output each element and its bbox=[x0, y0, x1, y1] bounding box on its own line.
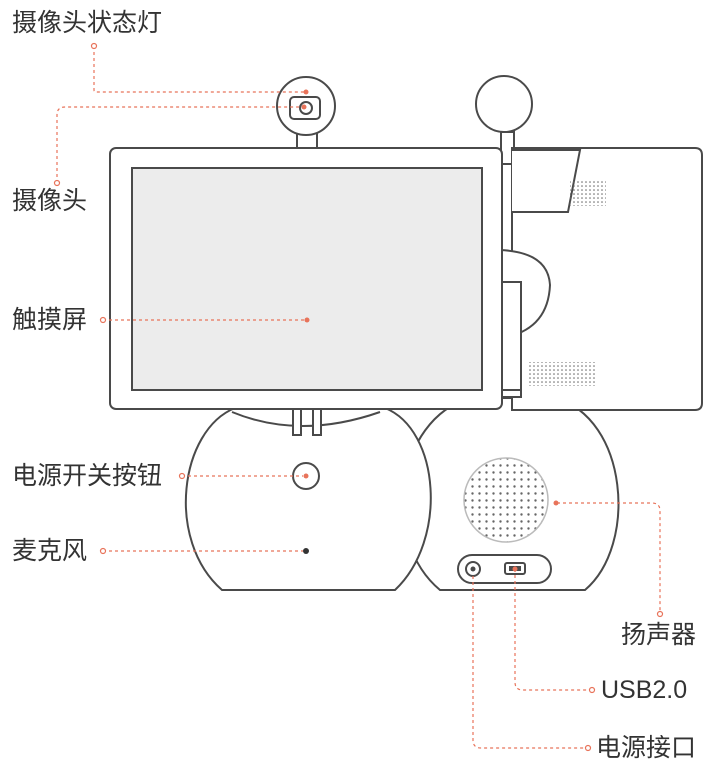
label-power-switch: 电源开关按钮 bbox=[12, 461, 163, 490]
callout-targets bbox=[301, 89, 559, 572]
back-panel bbox=[511, 147, 703, 411]
label-microphone: 麦克风 bbox=[12, 536, 88, 565]
callouts bbox=[56, 46, 661, 749]
back-camera-ball bbox=[475, 75, 533, 133]
back-vent-bottom bbox=[528, 362, 596, 386]
label-power-port: 电源接口 bbox=[596, 733, 697, 762]
label-camera-status-light: 摄像头状态灯 bbox=[12, 8, 163, 37]
label-camera: 摄像头 bbox=[12, 186, 88, 215]
front-neck bbox=[231, 411, 381, 427]
front-view bbox=[109, 76, 503, 591]
label-usb: USB2.0 bbox=[601, 676, 688, 704]
screen-display bbox=[131, 167, 483, 391]
label-speaker: 扬声器 bbox=[621, 620, 697, 649]
label-touchscreen: 触摸屏 bbox=[12, 305, 88, 334]
back-vent-top bbox=[570, 180, 606, 206]
callout-power-port bbox=[472, 576, 586, 749]
microphone-hole bbox=[303, 548, 309, 554]
callout-camera bbox=[56, 106, 302, 183]
back-view bbox=[401, 75, 703, 591]
back-panel-step bbox=[512, 149, 582, 213]
callout-camera-status-light bbox=[93, 46, 304, 93]
speaker-grille bbox=[463, 457, 549, 543]
usb-port-hole bbox=[504, 562, 526, 575]
callout-dots bbox=[53, 42, 664, 752]
front-base-dome bbox=[184, 407, 432, 591]
